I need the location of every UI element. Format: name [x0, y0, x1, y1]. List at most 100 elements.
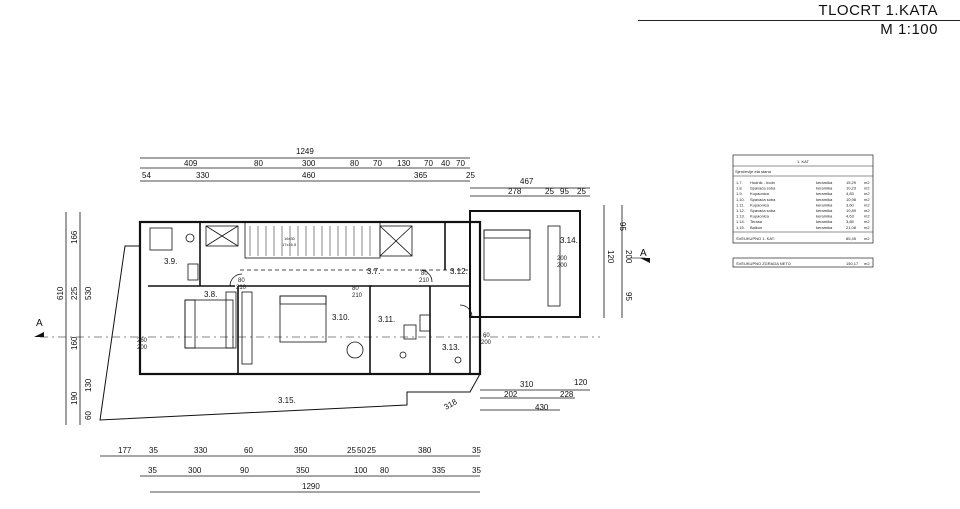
- dim-top-row2: 330: [196, 171, 210, 180]
- legend-cell-area: 10,89: [846, 208, 857, 213]
- dim-top-row1: 70: [424, 159, 433, 168]
- legend-cell-floor: keramika: [816, 191, 833, 196]
- legend-cell-area: 3,85: [846, 219, 855, 224]
- dim-top-right: 467: [520, 177, 534, 186]
- dim-top-row2: 25: [466, 171, 475, 180]
- stair-height-label: 17x16.5: [282, 242, 297, 247]
- legend-cell-name: Spavaća soba: [750, 186, 776, 191]
- area-legend: 1. KAT Sjenčevlje eta stana 1.7.Hodnik -…: [732, 154, 874, 268]
- section-marker-left: A: [36, 318, 43, 329]
- room-label: 3.12.: [450, 267, 468, 276]
- dim-right-bottom: 318: [443, 397, 460, 412]
- legend-cell-no: 1.10.: [736, 197, 745, 202]
- room-label: 3.13.: [442, 343, 460, 352]
- legend-cell-area: 4,63: [846, 214, 855, 219]
- legend-cell-unit: m2: [864, 208, 870, 213]
- legend-cell-name: Kupaonica: [750, 191, 770, 196]
- dim-bottom-row1: 350: [294, 446, 308, 455]
- legend-cell-floor: keramika: [816, 225, 833, 230]
- legend-cell-no: 1.9.: [736, 191, 743, 196]
- door-label: 80: [421, 271, 428, 277]
- door-label: 210: [419, 278, 430, 284]
- dim-left-inner: 166: [70, 230, 79, 244]
- dim-bottom-row2: 300: [188, 466, 202, 475]
- dim-top-right: 25: [577, 187, 586, 196]
- dim-left-inner: 130: [84, 378, 93, 392]
- title-rule: [638, 20, 960, 21]
- dim-bottom-row1: 50: [357, 446, 366, 455]
- room-label: 3.8.: [204, 290, 217, 299]
- legend-cell-name: Spavaća soba: [750, 208, 776, 213]
- legend-cell-no: 1.12.: [736, 208, 745, 213]
- legend-cell-unit: m2: [864, 214, 870, 219]
- legend-cell-area: 10,98: [846, 197, 857, 202]
- drawing-title: TLOCRT 1.KATA: [818, 2, 938, 19]
- dim-top-row1: 80: [254, 159, 263, 168]
- dim-left-inner: 190: [70, 391, 79, 405]
- stair-outline: [244, 221, 381, 259]
- dim-right: 200: [624, 250, 633, 264]
- dim-left-outer: 610: [56, 286, 65, 300]
- legend-cell-floor: keramika: [816, 214, 833, 219]
- title-block: TLOCRT 1.KATA M 1:100: [638, 0, 960, 38]
- legend-cell-name: Terasa: [750, 219, 763, 224]
- dim-bottom-row1: 35: [472, 446, 481, 455]
- legend-sum-unit: m2: [864, 236, 870, 241]
- dim-right: 95: [618, 222, 627, 231]
- dim-left-inner: 530: [84, 286, 93, 300]
- room-label: 3.14.: [560, 236, 578, 245]
- door-label: 260: [137, 338, 148, 344]
- legend-total-label: SVEUKUPNO ZGRADA NETO: [736, 261, 791, 266]
- room-label: 3.10.: [332, 313, 350, 322]
- dim-top-right: 25: [545, 187, 554, 196]
- dim-bottom-row1: 35: [149, 446, 158, 455]
- legend-total-unit: m2: [864, 261, 870, 266]
- door-label: 80: [352, 286, 359, 292]
- legend-cell-area: 21,08: [846, 225, 857, 230]
- room-label: 3.15.: [278, 396, 296, 405]
- door-label: 200: [557, 256, 568, 262]
- room-label: 3.9.: [164, 257, 177, 266]
- legend-cell-area: 15,29: [846, 180, 857, 185]
- dim-right-bottom: 430: [535, 403, 549, 412]
- legend-cell-name: Kupaonica: [750, 202, 770, 207]
- legend-cell-unit: m2: [864, 197, 870, 202]
- legend-cell-floor: keramika: [816, 219, 833, 224]
- dim-bottom-row1: 330: [194, 446, 208, 455]
- dim-bottom-row2: 35: [148, 466, 157, 475]
- legend-header: 1. KAT: [797, 159, 809, 164]
- legend-cell-no: 1.11.: [736, 202, 745, 207]
- dim-top-row1: 40: [441, 159, 450, 168]
- dim-left-inner: 60: [84, 411, 93, 420]
- legend-cell-floor: keramika: [816, 197, 833, 202]
- dim-top-row1: 80: [350, 159, 359, 168]
- dim-bottom-row1: 380: [418, 446, 432, 455]
- legend-sum-label: SVEUKUPNO 1. KAT:: [736, 236, 775, 241]
- door-label: 200: [137, 345, 148, 351]
- dim-top-row1: 130: [397, 159, 411, 168]
- dim-bottom-row1: 25: [347, 446, 356, 455]
- dim-bottom-row2: 90: [240, 466, 249, 475]
- legend-cell-no: 1.15.: [736, 225, 745, 230]
- legend-cell-no: 1.8.: [736, 186, 743, 191]
- drawing-scale: M 1:100: [880, 21, 938, 38]
- dim-top-row2: 365: [414, 171, 428, 180]
- dim-top-row1: 70: [373, 159, 382, 168]
- legend-cell-unit: m2: [864, 202, 870, 207]
- legend-cell-no: 1.7.: [736, 180, 743, 185]
- dim-top-row2: 460: [302, 171, 316, 180]
- room-label: 3.7.: [367, 267, 380, 276]
- legend-cell-floor: keramika: [816, 186, 833, 191]
- legend-cell-unit: m2: [864, 225, 870, 230]
- dim-top-row1: 70: [456, 159, 465, 168]
- door-label: 210: [352, 293, 363, 299]
- door-label: 210: [236, 285, 247, 291]
- dim-right: 95: [624, 292, 633, 301]
- dim-right-bottom: 120: [574, 378, 588, 387]
- legend-cell-unit: m2: [864, 180, 870, 185]
- dim-right: 120: [606, 250, 615, 264]
- dim-bottom-total: 1290: [302, 482, 320, 491]
- dim-right-bottom: 202: [504, 390, 518, 399]
- legend-cell-name: Balkon: [750, 225, 762, 230]
- door-label: 60: [483, 333, 490, 339]
